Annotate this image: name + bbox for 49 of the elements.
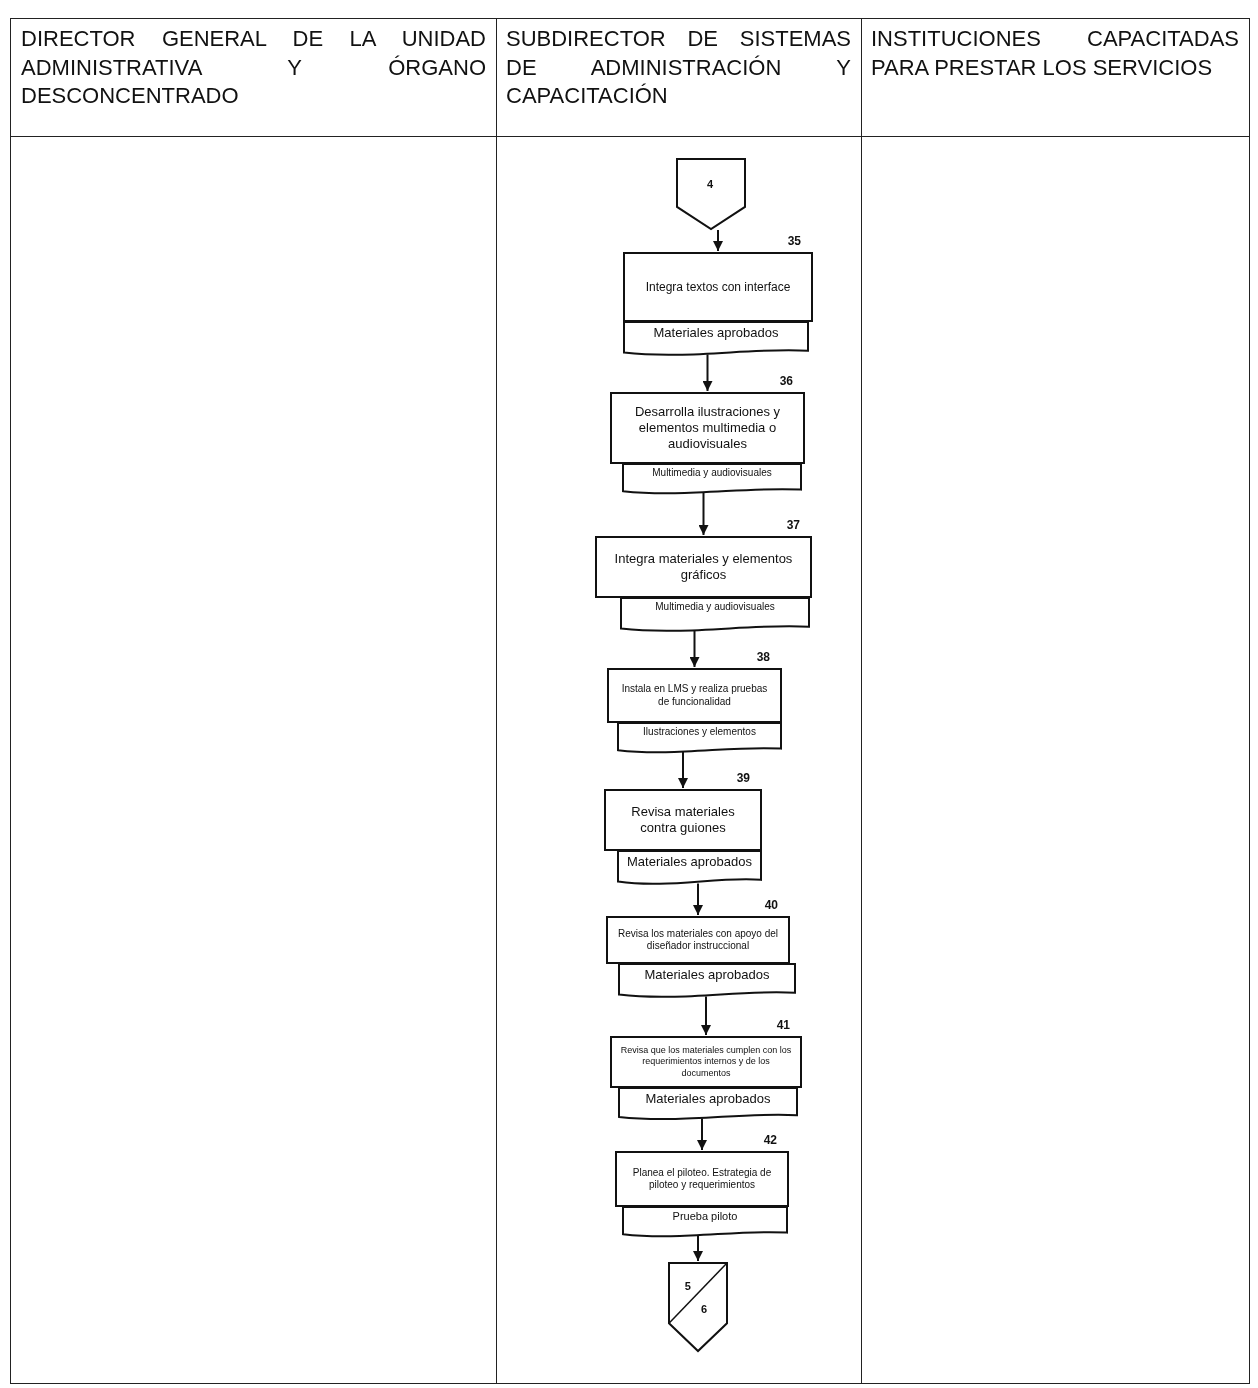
step-number: 35 <box>787 234 801 248</box>
arrow <box>693 882 703 916</box>
arrow <box>678 750 688 789</box>
lane-header: INSTITUCIONES CAPACITADAS PARA PRESTAR LOS SERVICIOS <box>871 25 1239 82</box>
arrow <box>713 229 723 252</box>
step-number: 41 <box>776 1018 790 1032</box>
off-page-connector <box>668 1262 728 1352</box>
off-page-connector <box>676 158 746 230</box>
document-text: Materiales aprobados <box>653 325 779 341</box>
step-number: 37 <box>786 518 800 532</box>
document-text: Materiales aprobados <box>644 967 770 983</box>
arrow <box>697 1117 707 1151</box>
process-text: Planea el piloteo. Estrategia de piloteo y requerimientos <box>631 1166 773 1192</box>
document-text: Materiales aprobados <box>627 854 752 870</box>
step-number: 40 <box>764 898 778 912</box>
document-shape <box>618 964 796 1000</box>
arrow <box>689 629 700 668</box>
process-text: Revisa los materiales con apoyo del diseñador instruccional <box>616 927 780 953</box>
document-shape <box>623 322 809 358</box>
step-number: 39 <box>736 771 750 785</box>
document-shape <box>622 1207 788 1239</box>
arrow <box>701 995 711 1036</box>
process-text: Integra textos con interface <box>645 279 791 295</box>
document-text: Materiales aprobados <box>645 1091 771 1107</box>
document-text: Multimedia y audiovisuales <box>655 601 775 613</box>
step-number: 42 <box>763 1133 777 1147</box>
step-number: 38 <box>756 650 770 664</box>
document-text: Ilustraciones y elementos <box>643 726 756 738</box>
document-shape <box>617 723 782 755</box>
lane-header: SUBDIRECTOR DE SISTEMAS DE ADMINISTRACIÓN Y CAPACITACIÓN <box>506 25 851 111</box>
document-text: Prueba piloto <box>672 1210 738 1224</box>
step-number: 36 <box>779 374 793 388</box>
arrow <box>702 353 713 392</box>
arrow <box>698 491 709 536</box>
process-text: Integra materiales y elementos gráficos <box>613 550 794 584</box>
connector-number: 4 <box>707 178 714 191</box>
document-shape <box>620 598 810 634</box>
document-shape <box>622 464 802 496</box>
process-text: Revisa que los materiales cumplen con los requerimientos internos y de los documentos <box>620 1045 792 1079</box>
document-text: Multimedia y audiovisuales <box>652 467 772 479</box>
process-text: Instala en LMS y realiza pruebas de funcionalidad <box>620 683 769 708</box>
connector-number: 6 <box>701 1302 708 1315</box>
document-shape <box>617 851 762 887</box>
document-shape <box>618 1088 798 1122</box>
connector-number: 5 <box>684 1280 691 1292</box>
process-text: Revisa materiales contra guiones <box>630 803 736 837</box>
process-text: Desarrolla ilustraciones y elementos multimedia o audiovisuales <box>633 403 782 453</box>
arrow <box>693 1234 703 1262</box>
lane-header: DIRECTOR GENERAL DE LA UNIDAD ADMINISTRATIVA Y ÓRGANO DESCONCENTRADO <box>21 25 486 111</box>
